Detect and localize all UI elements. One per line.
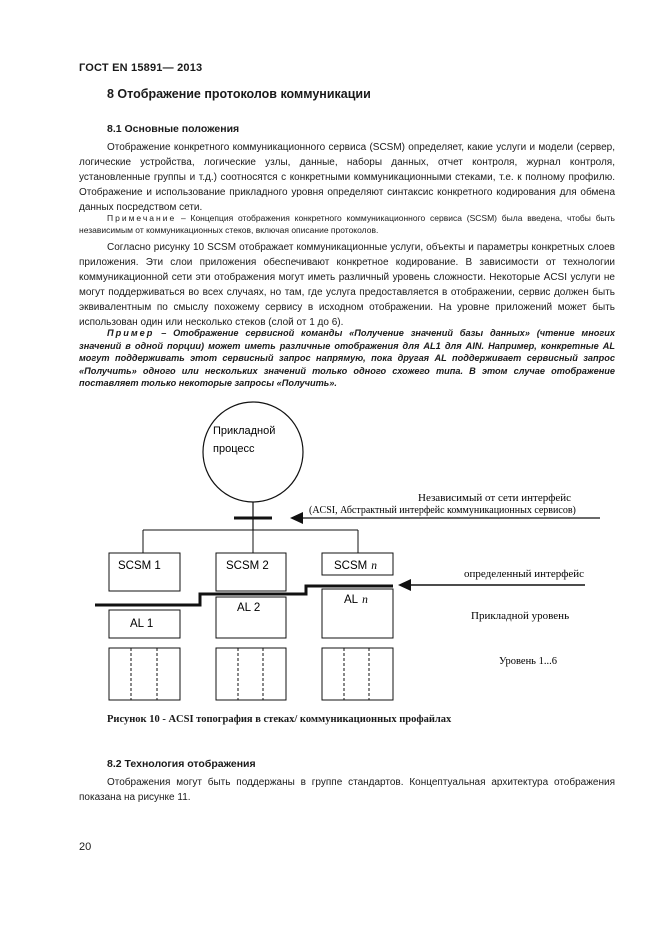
defined-interface-label: определенный интерфейс: [464, 568, 584, 580]
process-label-line2: процесс: [213, 443, 255, 455]
figure-10-diagram: Прикладной процесс Независимый от сети и…: [95, 401, 600, 701]
subsection-title-8-1: 8.1 Основные положения: [107, 123, 240, 135]
scsm-n-box: [321, 552, 394, 576]
example-text: – Отображение сервисной команды «Получен…: [79, 328, 615, 388]
scsm-2-label: SCSM 2: [226, 560, 269, 572]
application-level-label: Прикладной уровень: [471, 610, 569, 622]
al-1-box: [108, 609, 181, 639]
paragraph-scsm-definition: Отображение конкретного коммуникационног…: [79, 142, 615, 213]
al-2-box: [215, 596, 287, 639]
defined-interface-line: [95, 584, 393, 607]
defined-interface-arrow: [398, 579, 585, 591]
note-lead: Примечание: [107, 213, 177, 223]
document-code: ГОСТ EN 15891— 2013: [79, 62, 203, 74]
acsi-interface-label: (ACSI, Абстрактный интерфейс коммуникаци…: [309, 505, 576, 516]
figure-caption: Рисунок 10 - ACSI топография в стеках/ к…: [107, 714, 452, 725]
stack-2-lower-layers: [215, 647, 287, 701]
scsm-2-box: [215, 552, 287, 592]
example-lead: Пример: [107, 328, 155, 338]
section-title: 8 Отображение протоколов коммуникации: [107, 87, 371, 101]
process-label-line1: Прикладной: [213, 425, 275, 437]
independent-interface-label: Независимый от сети интерфейс: [418, 492, 571, 504]
stack-1-lower-layers: [108, 647, 181, 701]
subsection-title-8-2: 8.2 Технология отображения: [107, 758, 256, 770]
al-n-box: [321, 588, 394, 639]
al-1-label: AL 1: [130, 618, 153, 630]
note-paragraph: Примечание – Концепция отображения конкр…: [79, 212, 615, 236]
paragraph-mapping-technology: Отображения могут быть поддержаны в груп…: [79, 777, 615, 803]
scsm-1-box: [108, 552, 181, 592]
levels-label: Уровень 1...6: [499, 656, 557, 667]
scsm-1-label: SCSM 1: [118, 560, 161, 572]
note-text: – Концепция отображения конкретного комм…: [79, 213, 615, 235]
independent-interface-arrow: [290, 512, 600, 524]
paragraph-figure-10-description: Согласно рисунку 10 SCSM отображает комм…: [79, 242, 615, 328]
page-number: 20: [79, 841, 92, 853]
example-paragraph: Пример – Отображение сервисной команды «…: [79, 327, 615, 390]
al-2-label: AL 2: [237, 602, 260, 614]
stack-n-lower-layers: [321, 647, 394, 701]
